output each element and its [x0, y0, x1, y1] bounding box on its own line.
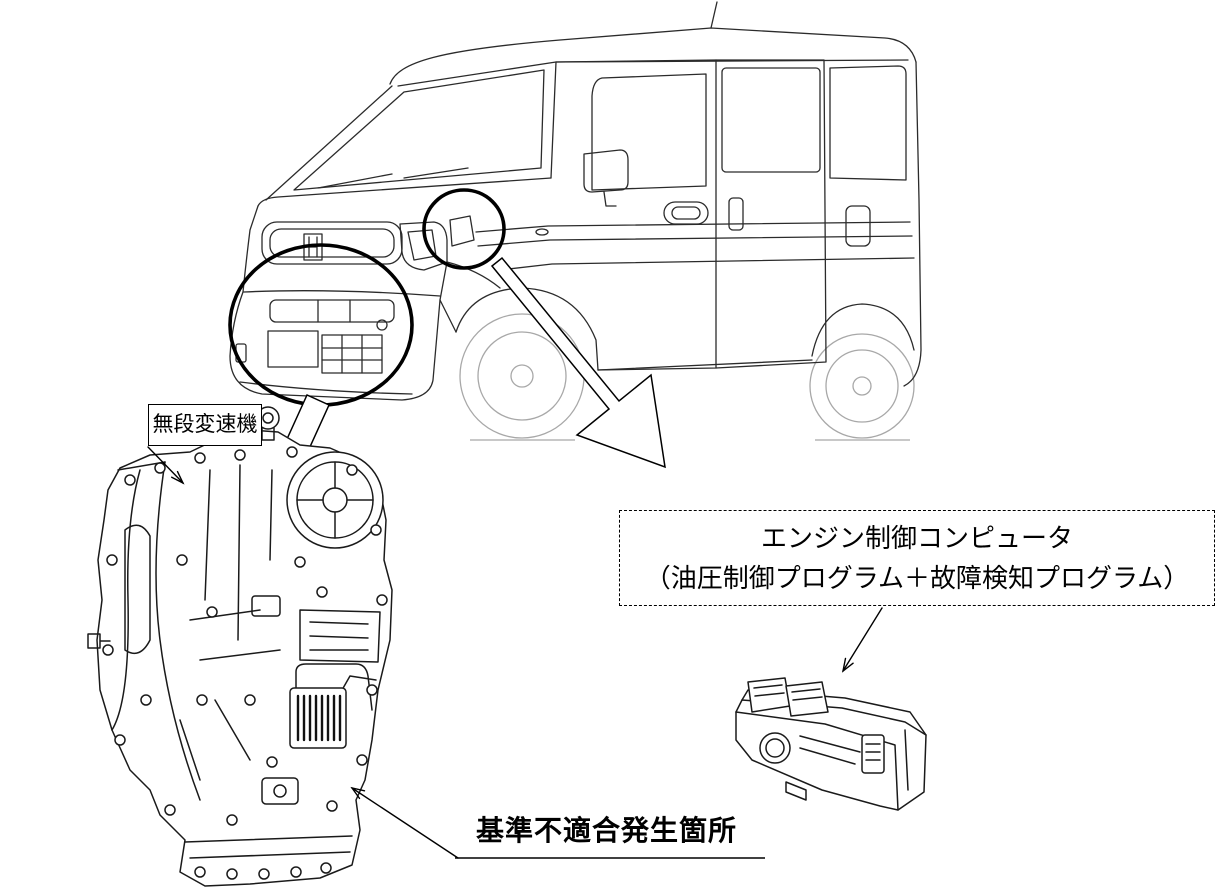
side-mirror: [583, 149, 629, 207]
defect-location-label: 基準不適合発生箇所: [476, 814, 738, 847]
bumper-top-line: [243, 290, 441, 297]
ecu-top-edge: [741, 689, 927, 736]
ecu-connector-2-detail: [791, 688, 823, 701]
ecu-label-programs: （油圧制御プログラム＋故障検知プログラム）: [644, 564, 1190, 594]
ecu-housing: [735, 699, 927, 811]
fuel-lid: [845, 205, 871, 247]
pulley-housing-cover: [286, 451, 384, 549]
ecu-mounting-tab: [785, 781, 807, 801]
pointer-ecu-label: [841, 607, 883, 673]
upper-grille: [261, 221, 403, 265]
lower-grille-grid: [321, 334, 383, 374]
rear-edge: [903, 61, 922, 387]
end-cover-recess: [124, 524, 151, 655]
rear-wheel-arch: [811, 303, 915, 357]
ecu-label-title: エンジン制御コンピュータ: [760, 524, 1073, 554]
front-door: [555, 59, 717, 371]
rear-wheel: [809, 333, 915, 441]
transmission-label: 無段変速機: [148, 404, 262, 446]
sliding-door: [715, 59, 827, 369]
valve-body: [299, 609, 381, 663]
front-door-window: [591, 73, 707, 191]
rocker-panel: [597, 359, 813, 371]
turn-signal: [449, 215, 475, 247]
oil-pan: [184, 835, 353, 859]
ecu-illustration: [735, 677, 927, 811]
hood-line: [257, 177, 552, 207]
cvt-transmission-illustration: [87, 406, 393, 887]
ecu-connector-1-detail: [753, 684, 785, 697]
front-wheel: [459, 313, 585, 441]
callout-arrow-ecu: [490, 256, 666, 469]
cooler-pipes: [295, 663, 377, 711]
front-fender: [439, 261, 501, 333]
ecu-ribs: [799, 729, 909, 791]
side-marker: [535, 228, 549, 236]
air-intake-dividers: [317, 299, 351, 323]
sliding-door-window: [721, 67, 821, 173]
case-split-line: [155, 461, 201, 801]
upper-grille-inner: [269, 228, 395, 258]
front-fascia-outline: [229, 205, 448, 401]
ecu-side-connector-pins: [865, 743, 881, 761]
front-door-handle-grip: [671, 206, 701, 220]
ecu-label-box: エンジン制御コンピュータ （油圧制御プログラム＋故障検知プログラム）: [619, 510, 1215, 606]
ecu-round-boss-inner: [765, 738, 785, 758]
input-shaft-stub: [87, 633, 111, 649]
upper-air-intake: [269, 299, 395, 323]
lower-grille: [321, 334, 383, 374]
headlight-inner: [407, 229, 437, 261]
van-illustration: [229, 1, 922, 401]
highlight-circle-ecu-area: [422, 188, 506, 270]
wipers: [317, 167, 469, 189]
license-plate-area: [267, 330, 319, 368]
roof-antenna: [710, 1, 718, 29]
front-door-handle: [663, 201, 709, 225]
body-crease-upper: [475, 221, 911, 233]
pointer-defect-location: [350, 786, 459, 859]
drain-plug: [273, 784, 287, 798]
body-crease-third: [499, 257, 915, 271]
ecu-front-edge: [735, 711, 899, 811]
windshield-frame: [265, 61, 557, 201]
drain-boss: [261, 777, 299, 805]
case-bolts: [102, 446, 388, 880]
ecu-side-connector: [861, 734, 885, 774]
solenoid-connector: [251, 595, 281, 617]
roof-side-rail: [397, 59, 909, 87]
roof-outline: [389, 27, 917, 85]
fog-lamp: [376, 319, 388, 331]
rear-side-window: [829, 65, 907, 181]
highlight-circle-transmission-area: [228, 243, 414, 407]
oil-cooler: [289, 687, 347, 749]
case-ribs: [179, 464, 281, 781]
windshield-glass: [293, 69, 545, 191]
pointer-transmission-label: [147, 446, 185, 485]
sliding-door-handle: [728, 197, 744, 231]
body-crease-lower: [477, 235, 913, 247]
